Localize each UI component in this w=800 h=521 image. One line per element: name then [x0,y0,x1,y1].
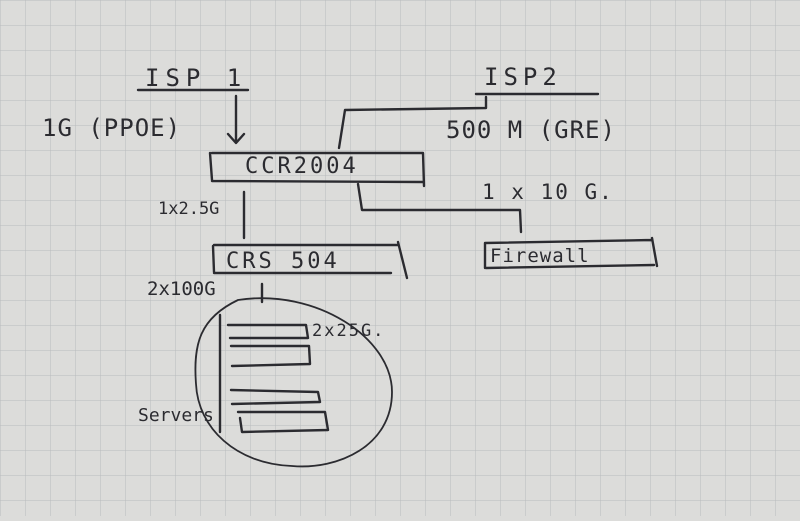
router-label: CCR2004 [245,154,359,179]
server-cluster-circle [194,297,393,468]
server-unit-4 [236,410,330,434]
isp1-arrow [226,94,246,145]
servers-label: Servers [138,405,214,426]
server-unit-3 [229,388,322,406]
isp1-link-label: 1G (PPOE) [42,114,181,142]
isp1-label: ISP 1 [145,64,247,92]
server-unit-2 [229,344,312,368]
firewall-box [483,236,659,270]
router-to-firewall-label: 1 x 10 G. [482,180,614,204]
switch-box [211,240,409,280]
switch-uplinks-label: 2x100G [147,278,216,300]
firewall-label: Firewall [490,245,590,267]
router-box [208,151,426,188]
server-unit-1 [226,323,310,340]
router-to-switch-label: 1x2.5G [158,199,219,219]
router-firewall-link [356,182,523,234]
server-links-label: 2x25G. [312,321,385,341]
isp2-connector [337,95,488,150]
isp2-link-label: 500 M (GRE) [446,116,616,144]
isp2-label: ISP2 [484,63,562,91]
switch-label: CRS 504 [226,249,340,274]
